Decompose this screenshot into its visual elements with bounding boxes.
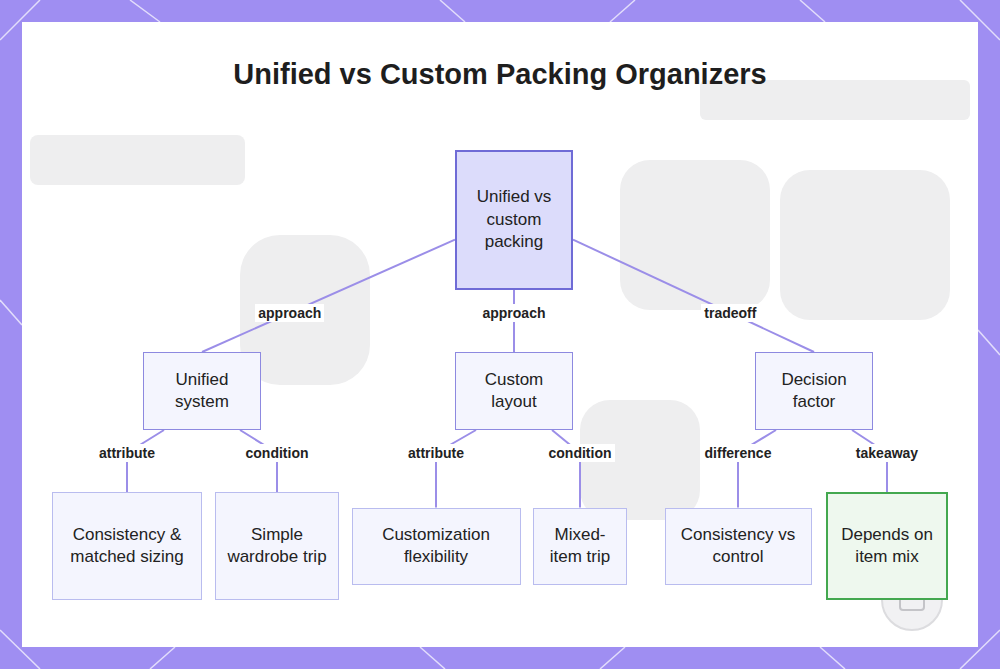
edge-label: tradeoff [701, 304, 759, 322]
detail-box: Consistency vs control [665, 508, 812, 585]
edge-label: approach [255, 304, 324, 322]
node-text: Customization flexibility [361, 524, 512, 569]
connector-line [202, 240, 455, 352]
category-box: Custom layout [455, 352, 573, 430]
node-text: Mixed-item trip [542, 524, 618, 569]
node-text: Unified vs custom packing [465, 186, 563, 253]
edge-label: approach [479, 304, 548, 322]
edge-label: attribute [96, 444, 158, 462]
edge-label: attribute [405, 444, 467, 462]
node-text: Consistency vs control [674, 524, 803, 569]
connector-line [552, 430, 580, 508]
connector-line [436, 430, 476, 508]
detail-box: Customization flexibility [352, 508, 521, 585]
detail-box: Simple wardrobe trip [215, 492, 339, 600]
category-box: Unified system [143, 352, 261, 430]
node-text: Depends on item mix [836, 524, 938, 569]
detail-box: Mixed-item trip [533, 508, 627, 585]
detail-box: Consistency & matched sizing [52, 492, 202, 600]
diagram-title: Unified vs Custom Packing Organizers [40, 58, 960, 91]
edge-label: difference [702, 444, 775, 462]
connector-line [738, 430, 776, 508]
category-box: Decision factor [755, 352, 873, 430]
node-text: Consistency & matched sizing [61, 524, 193, 569]
edge-label: condition [546, 444, 615, 462]
edge-label: condition [243, 444, 312, 462]
connector-line [573, 240, 814, 352]
node-text: Custom layout [464, 369, 564, 414]
edge-label: takeaway [853, 444, 921, 462]
node-text: Simple wardrobe trip [224, 524, 330, 569]
root-box: Unified vs custom packing [455, 150, 573, 290]
node-text: Decision factor [764, 369, 864, 414]
takeaway-box: Depends on item mix [826, 492, 948, 600]
node-text: Unified system [152, 369, 252, 414]
